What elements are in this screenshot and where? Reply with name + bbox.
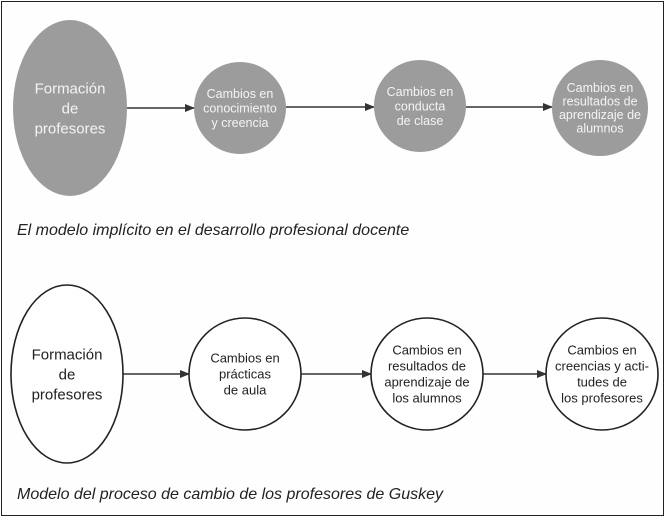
- implicit-node-1-label-line-1: Formación: [35, 80, 106, 97]
- guskey-node-3-label-line-1: Cambios en: [392, 343, 461, 358]
- guskey-node-1-label-line-3: profesores: [32, 386, 103, 403]
- guskey-model-caption: Modelo del proceso de cambio de los prof…: [17, 486, 444, 503]
- guskey-node-2-label-line-1: Cambios en: [210, 351, 279, 366]
- guskey-node-1-label-line-1: Formación: [32, 346, 103, 363]
- guskey-node-2-shape: [188, 317, 302, 431]
- implicit-node-4-label-line-1: Cambios en: [567, 81, 634, 95]
- implicit-node-2-shape: [194, 62, 286, 154]
- guskey-node-4-label-line-3: tudes de: [577, 375, 627, 390]
- implicit-node-1-label-line-3: profesores: [35, 120, 106, 137]
- implicit-node-4-label-line-4: alumnos: [576, 122, 623, 136]
- guskey-node-1-shape: [10, 284, 124, 464]
- guskey-node-2-label-line-2: prácticas: [219, 367, 272, 382]
- guskey-node-4-label-line-1: Cambios en: [567, 343, 636, 358]
- implicit-node-4-shape: [552, 60, 648, 156]
- guskey-node-1: Formación de profesores: [10, 284, 124, 464]
- guskey-node-3-label-line-3: aprendizaje de: [384, 375, 469, 390]
- implicit-node-2-label-line-1: Cambios en: [207, 87, 274, 101]
- implicit-node-1: Formación de profesores: [13, 20, 127, 196]
- implicit-node-2-label-line-2: conocimiento: [203, 101, 277, 115]
- implicit-node-4-label-line-3: aprendizaje de: [559, 108, 641, 122]
- guskey-node-3-shape: [370, 317, 484, 431]
- implicit-node-3-label-line-2: conducta: [395, 99, 446, 113]
- guskey-node-4-label-line-4: los profesores: [561, 391, 643, 406]
- implicit-model-caption: El modelo implícito en el desarrollo pro…: [17, 222, 410, 239]
- implicit-node-1-shape: [13, 20, 127, 196]
- guskey-node-1-label-line-2: de: [59, 366, 76, 383]
- guskey-node-4-shape: [545, 317, 659, 431]
- guskey-node-2-label-line-3: de aula: [224, 383, 267, 398]
- implicit-node-4-label-line-2: resultados de: [562, 95, 637, 109]
- guskey-node-4-label-line-2: creencias y acti-: [555, 359, 649, 374]
- guskey-node-3-label-line-2: resultados de: [388, 359, 466, 374]
- implicit-node-2-label-line-3: y creencia: [212, 116, 269, 130]
- implicit-node-1-label-line-2: de: [62, 100, 79, 117]
- implicit-node-3-label-line-1: Cambios en: [387, 85, 454, 99]
- implicit-node-3-label-line-3: de clase: [397, 114, 444, 128]
- guskey-node-3-label-line-4: los alumnos: [392, 391, 462, 406]
- implicit-node-3-shape: [374, 60, 466, 152]
